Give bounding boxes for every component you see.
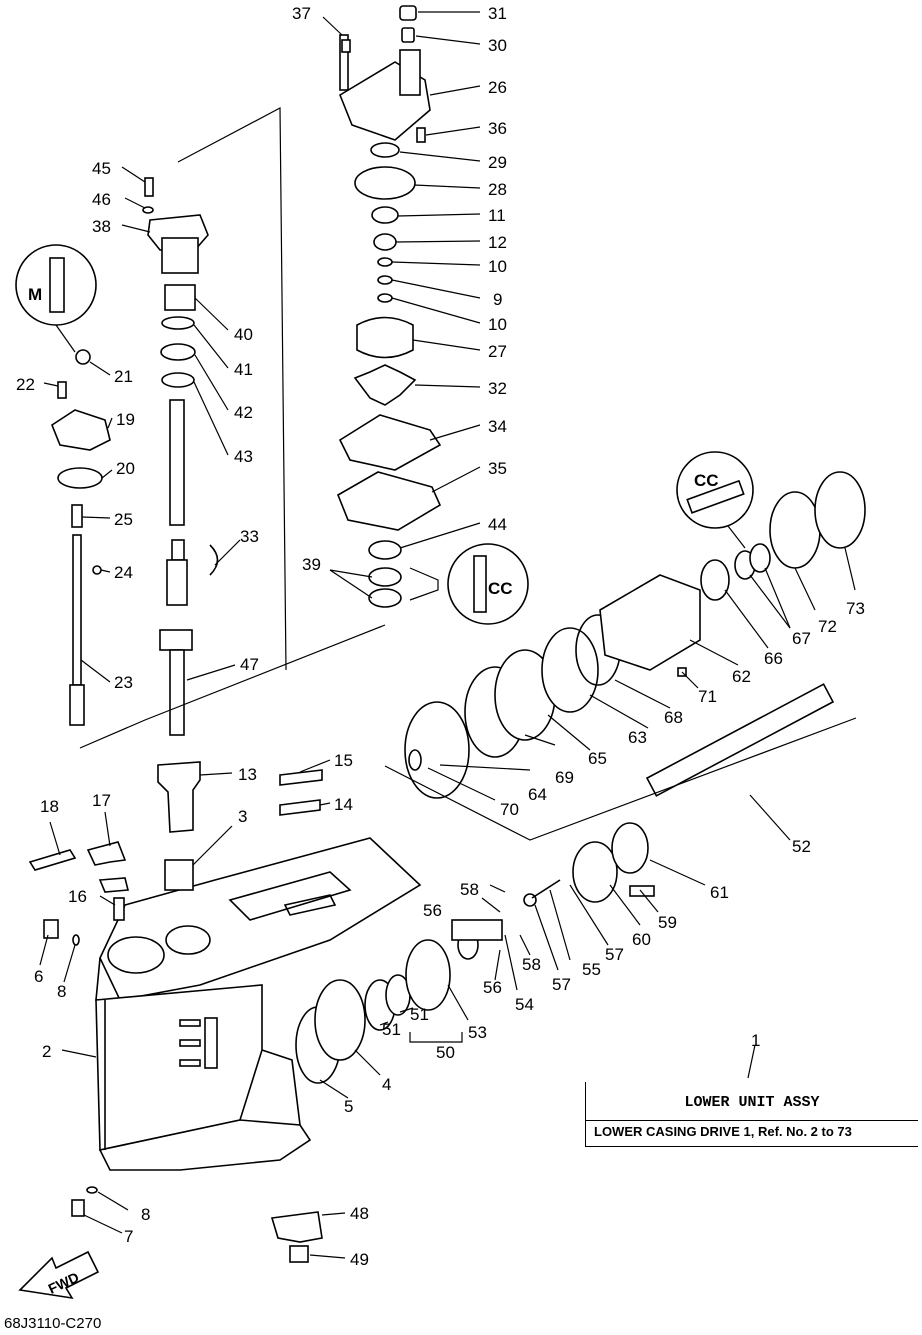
part-number-labels: 37 31 30 26 36 29 28 11 12 10 9 10 27 32… [16,4,865,1269]
part-label: 6 [34,967,43,986]
assembly-divider [586,1120,918,1121]
part-label: 30 [488,36,507,55]
part-label: 21 [114,367,133,386]
part-label: 72 [818,617,837,636]
part-label: 38 [92,217,111,236]
part-label: 23 [114,673,133,692]
part-label: 61 [710,883,729,902]
assembly-info-box: LOWER UNIT ASSY LOWER CASING DRIVE 1, Re… [585,1082,918,1147]
part-label: 8 [57,982,66,1001]
part-label: 51 [382,1020,401,1039]
part-label: 43 [234,447,253,466]
part-label: 32 [488,379,507,398]
part-label: 73 [846,599,865,618]
part-label: 19 [116,410,135,429]
part-label: 18 [40,797,59,816]
part-label: 69 [555,768,574,787]
part-label: 51 [410,1005,429,1024]
part-label: 11 [488,206,506,225]
part-label: 22 [16,375,35,394]
part-label: 34 [488,417,507,436]
part-label: 7 [124,1227,133,1246]
part-label: 15 [334,751,353,770]
part-label: 40 [234,325,253,344]
part-label: 64 [528,785,547,804]
part-label: 67 [792,629,811,648]
bracket-lines [79,107,857,1043]
part-label: 60 [632,930,651,949]
part-label: 53 [468,1023,487,1042]
part-label: 47 [240,655,259,674]
part-label: 14 [334,795,353,814]
part-label: 33 [240,527,259,546]
part-label: 62 [732,667,751,686]
assembly-subtitle: LOWER CASING DRIVE 1, Ref. No. 2 to 73 [594,1124,852,1139]
part-label: 28 [488,180,507,199]
part-label: 31 [488,4,507,23]
part-label: 3 [238,807,247,826]
part-label: 25 [114,510,133,529]
diagram-code: 68J3110-C270 [4,1315,102,1332]
part-label: 24 [114,563,133,582]
lower-casing [95,837,422,1171]
part-label: 4 [382,1075,391,1094]
water-pump-parts [336,5,442,608]
part-label: 71 [698,687,717,706]
part-label: 35 [488,459,507,478]
part-label: 58 [460,880,479,899]
part-label: 27 [488,342,507,361]
part-label: 48 [350,1204,369,1223]
part-label: 13 [238,765,257,784]
part-label: 36 [488,119,507,138]
fwd-arrow-icon: FWD [18,1250,100,1300]
part-label: 66 [764,649,783,668]
part-label: 17 [92,791,111,810]
part-label: 50 [436,1043,455,1062]
cc-right-text: CC [488,579,513,598]
callout-cc-right: CC [409,543,529,625]
callout-cc-top: CC [676,451,754,549]
cc-top-text: CC [694,471,719,490]
part-label: 12 [488,233,507,252]
part-label: 56 [483,978,502,997]
part-label: 10 [488,315,507,334]
part-label: 65 [588,749,607,768]
part-label: 68 [664,708,683,727]
part-label: 63 [628,728,647,747]
shift-rod-parts [28,177,323,1217]
part-label: 41 [234,360,253,379]
part-label: 58 [522,955,541,974]
part-label: 45 [92,159,111,178]
part-label: 39 [302,555,321,574]
part-label: 29 [488,153,507,172]
part-label: 57 [552,975,571,994]
part-label: 54 [515,995,534,1014]
part-label: 59 [658,913,677,932]
part-label: 2 [42,1042,51,1061]
part-label: 10 [488,257,507,276]
part-label: 37 [292,4,311,23]
part-label: 8 [141,1205,150,1224]
part-label: 55 [582,960,601,979]
part-label: 44 [488,515,507,534]
part-label: 9 [493,290,502,309]
leader-lines [39,11,856,1259]
part-label: 5 [344,1097,353,1116]
part-label: 20 [116,459,135,478]
m-mark-text: M [28,285,42,304]
part-label: 57 [605,945,624,964]
assembly-ref-label: 1 [751,1031,760,1050]
part-label: 46 [92,190,111,209]
part-label: 42 [234,403,253,422]
part-label: 49 [350,1250,369,1269]
part-label: 70 [500,800,519,819]
part-label: 16 [68,887,87,906]
assembly-title: LOWER UNIT ASSY [684,1094,820,1111]
callout-m-mark: M [15,244,97,353]
part-label: 26 [488,78,507,97]
gear-and-bearing-parts [270,471,866,1263]
part-label: 56 [423,901,442,920]
part-label: 52 [792,837,811,856]
